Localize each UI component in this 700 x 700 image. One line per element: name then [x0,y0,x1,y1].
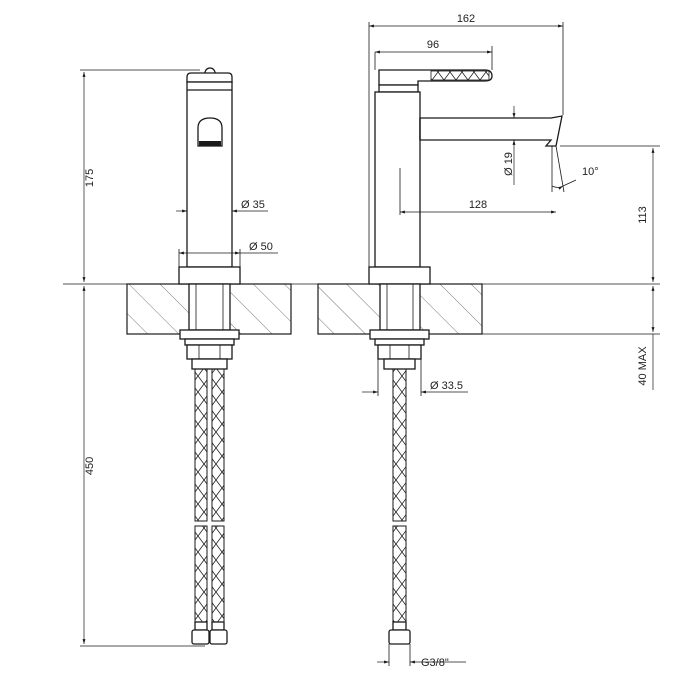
braided-hose-right-upper [211,368,225,522]
label-128: 128 [469,199,487,211]
hex-nut-side [377,344,422,360]
faucet-base-side [368,266,431,285]
label-dia-33-5: Ø 33.5 [430,380,463,392]
hose-fitting-right [209,629,228,645]
label-40-max: 40 MAX [637,346,649,386]
dimension-dia-50: Ø 50 [178,241,278,267]
dimension-40-max: 40 MAX [637,286,655,390]
spout [419,115,563,147]
label-dia-35: Ø 35 [241,199,265,211]
label-175: 175 [84,169,96,187]
shank-side [379,283,421,331]
dimension-162: 162 [368,13,564,268]
faucet-body-side [374,91,421,268]
dimension-175: 175 [80,69,200,282]
hose-fitting-left [191,629,210,645]
label-113: 113 [637,206,649,224]
dimension-450: 450 [80,286,205,647]
hose-fitting-side [388,629,411,645]
label-450: 450 [84,457,96,475]
braided-hose-side-lower [392,525,407,623]
label-162: 162 [457,13,475,25]
dimension-128: 128 [400,199,556,214]
dimension-dia-33-5: Ø 33.5 [362,359,468,396]
dimension-g3-8: G3/8" [377,644,466,669]
shank-front [188,283,231,331]
braided-hose-left-upper [194,368,208,522]
side-view [368,69,563,645]
spout-opening [197,117,223,147]
hex-nut-front [186,344,233,360]
label-g3-8: G3/8" [421,657,449,669]
lever-grip-texture [430,70,490,81]
dimension-dia-35: Ø 35 [176,199,268,213]
front-view [178,67,241,645]
dimension-dia-19: Ø 19 [503,106,516,185]
label-96: 96 [427,39,439,51]
braided-hose-left-lower [194,525,208,623]
handle-cap [186,72,233,83]
dimension-angle-10: 10° [551,145,599,193]
label-dia-50: Ø 50 [249,241,273,253]
braided-hose-right-lower [211,525,225,623]
label-dia-19: Ø 19 [503,152,515,176]
braided-hose-side-upper [392,368,407,522]
faucet-base-front [178,266,241,285]
dimension-96: 96 [374,39,493,70]
dimension-113: 113 [560,145,660,282]
faucet-body-front [186,81,233,268]
label-angle-10: 10° [582,166,599,178]
